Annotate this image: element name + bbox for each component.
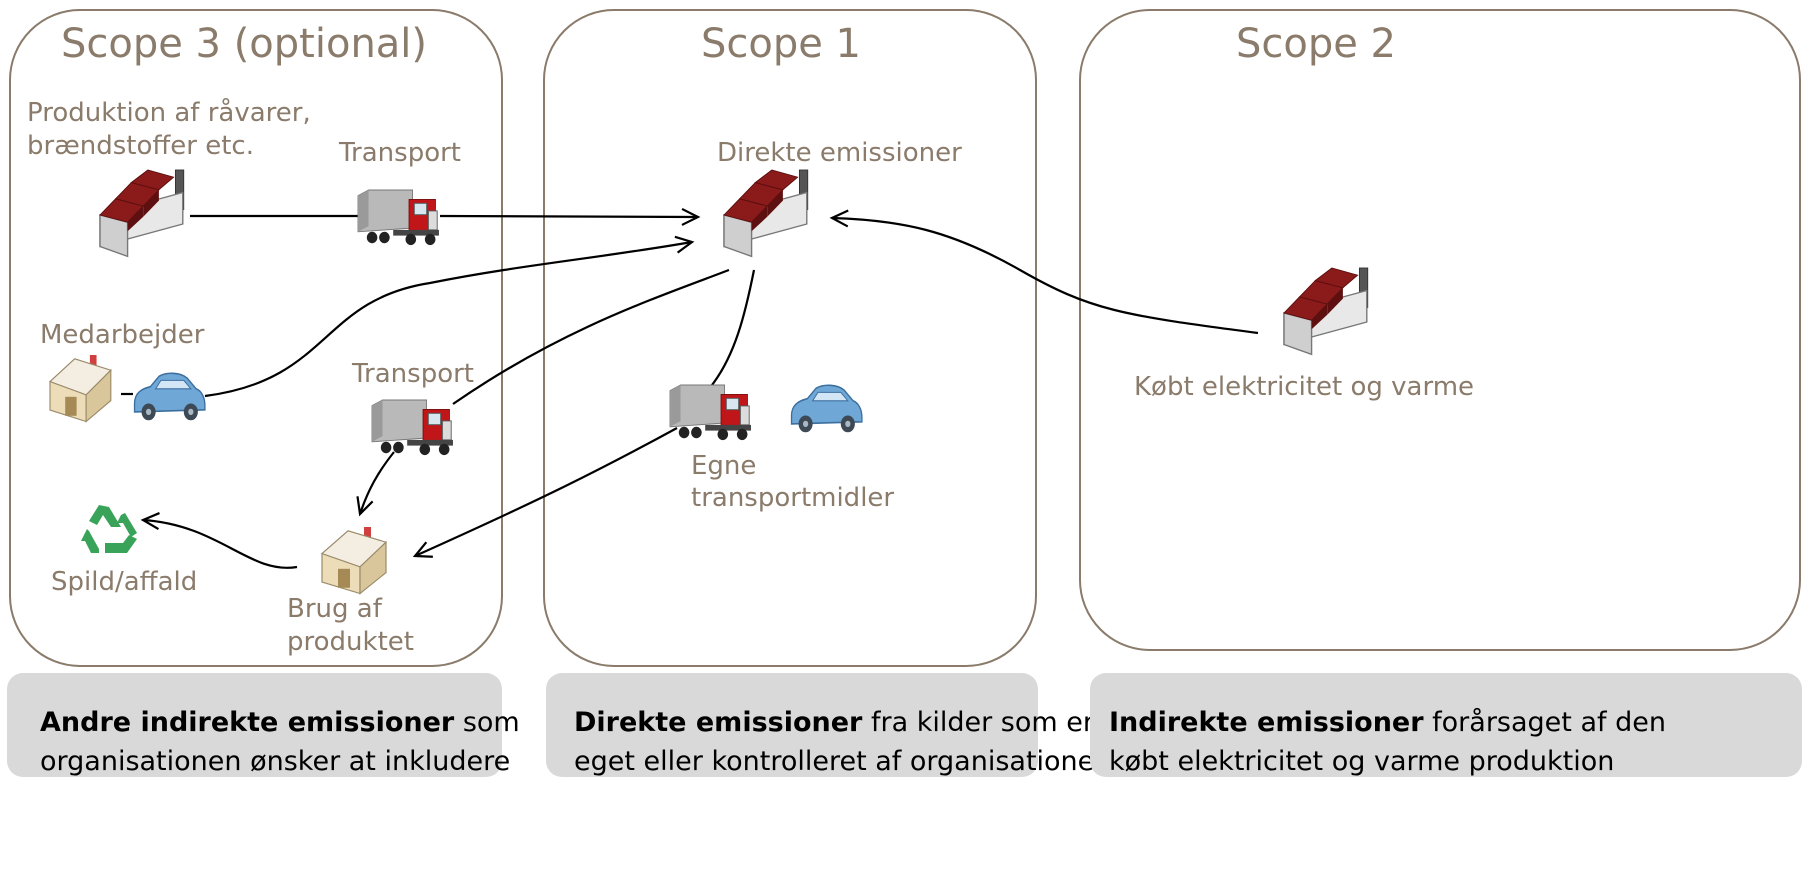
- scope3-note-bold: Andre indirekte emissioner: [40, 707, 455, 738]
- scope1-note: Direkte emissioner fra kilder som er ege…: [546, 673, 1111, 777]
- truck-icon: [371, 399, 454, 456]
- house-icon: [49, 354, 112, 423]
- transport-label-mid: Transport: [351, 359, 474, 389]
- scope3-box: [9, 9, 503, 667]
- car-icon: [790, 384, 863, 434]
- scope3-note: Andre indirekte emissioner som organisat…: [7, 673, 520, 777]
- scope1-note-bold: Direkte emissioner: [574, 707, 863, 738]
- factory-icon: [99, 169, 185, 258]
- line-direct-to-transport: [452, 268, 730, 405]
- product-use-label-line2: produktet: [287, 627, 414, 657]
- arrow-employee-to-direct: [204, 235, 695, 398]
- arrow-product-use-to-waste: [140, 512, 298, 569]
- purchased-energy-label: Købt elektricitet og varme: [1134, 372, 1474, 402]
- scope2-note: Indirekte emissioner forårsaget af den k…: [1090, 673, 1802, 777]
- arrow-purchased-to-direct: [829, 209, 1259, 335]
- arrow-own-transport-to-product-use: [412, 427, 678, 558]
- scope3-note-line2: organisationen ønsker at inkludere: [40, 746, 511, 777]
- scope1-box: [543, 9, 1037, 667]
- car-icon: [133, 372, 206, 422]
- recycle-icon: [81, 505, 137, 553]
- scope1-note-line2: eget eller kontrolleret af organisatione…: [574, 746, 1112, 777]
- scope2-box: [1079, 9, 1801, 651]
- scope3-note-rest: som: [454, 707, 520, 738]
- truck-icon: [357, 189, 440, 246]
- scope3-title: Scope 3 (optional): [61, 21, 427, 67]
- factory-icon: [723, 169, 809, 258]
- waste-label: Spild/affald: [51, 567, 197, 597]
- raw-materials-label-line2: brændstoffer etc.: [27, 131, 254, 161]
- scope2-note-rest: forårsaget af den: [1423, 707, 1666, 738]
- scope2-note-bold: Indirekte emissioner: [1109, 707, 1424, 738]
- truck-icon: [669, 384, 752, 441]
- employee-label: Medarbejder: [40, 320, 205, 350]
- raw-materials-label-line1: Produktion af råvarer,: [27, 97, 311, 128]
- scope2-note-line2: købt elektricitet og varme produktion: [1109, 746, 1615, 777]
- scope2-title: Scope 2: [1236, 21, 1396, 67]
- arrow-transport-to-direct: [439, 207, 701, 226]
- house-icon: [321, 526, 387, 595]
- own-transport-label-line2: transportmidler: [691, 483, 894, 513]
- line-direct-to-own-transport: [711, 269, 756, 386]
- own-transport-label-line1: Egne: [691, 451, 756, 481]
- flow-arrows: [121, 207, 1259, 569]
- arrow-transport-to-product-use: [356, 451, 395, 517]
- direct-emissions-label: Direkte emissioner: [717, 138, 962, 168]
- scope1-title: Scope 1: [701, 21, 861, 67]
- scope1-note-rest: fra kilder som er: [862, 707, 1094, 738]
- product-use-label-line1: Brug af: [287, 594, 383, 624]
- factory-icon: [1283, 267, 1369, 356]
- transport-label-top: Transport: [338, 138, 461, 168]
